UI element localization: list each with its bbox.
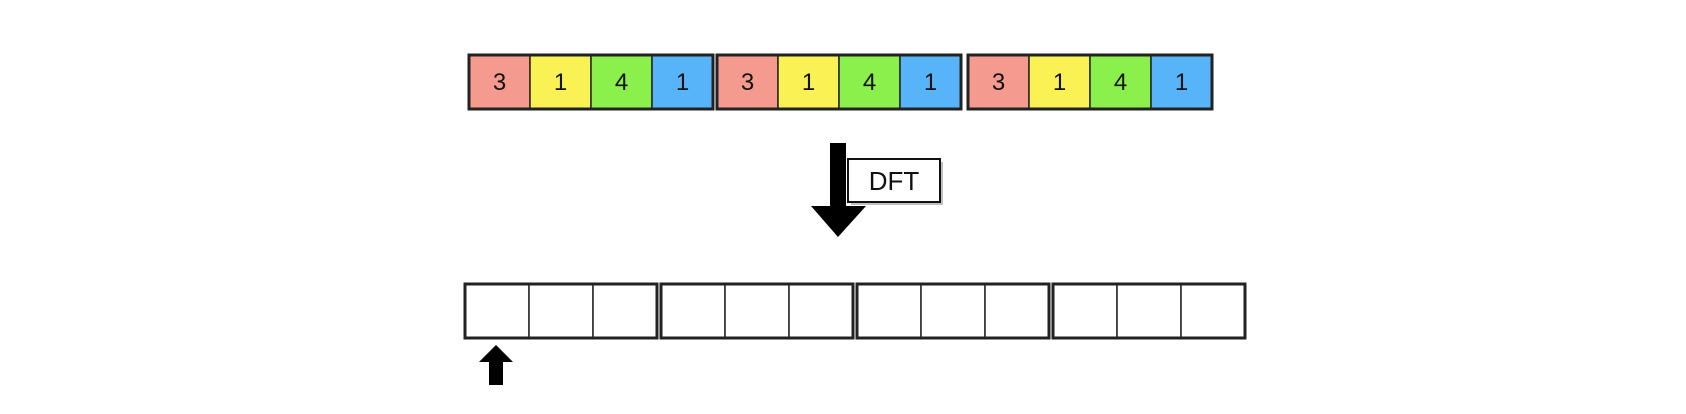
dft-arrow xyxy=(811,143,866,237)
output-cell xyxy=(1052,283,1118,339)
output-cell xyxy=(724,283,790,339)
input-cell: 4 xyxy=(1089,54,1152,110)
input-cell-value: 1 xyxy=(802,69,815,96)
output-group-border xyxy=(1051,282,1247,340)
input-cell-value: 1 xyxy=(1053,69,1066,96)
input-cell-box xyxy=(529,54,592,110)
input-cell-value: 4 xyxy=(615,69,628,96)
input-cell-value: 3 xyxy=(493,69,506,96)
arrow-shaft xyxy=(830,143,846,210)
input-cell-value: 1 xyxy=(676,69,689,96)
input-cell-box xyxy=(838,54,901,110)
output-cell xyxy=(920,283,986,339)
output-cell xyxy=(660,283,726,339)
output-group xyxy=(463,282,659,340)
input-cell-value: 1 xyxy=(554,69,567,96)
output-group xyxy=(659,282,855,340)
input-group-border xyxy=(467,53,715,111)
output-cell xyxy=(1116,283,1182,339)
input-sequence: 3 1 4 1 3 1 4 1 3 1 4 1 xyxy=(467,53,1214,111)
output-cell xyxy=(1180,283,1246,339)
input-group-border xyxy=(715,53,963,111)
input-cell-value: 4 xyxy=(1114,69,1127,96)
output-group-border xyxy=(855,282,1051,340)
input-cell-box xyxy=(1150,54,1213,110)
input-cell: 4 xyxy=(838,54,901,110)
output-group-border xyxy=(463,282,659,340)
input-cell-box xyxy=(777,54,840,110)
input-cell: 1 xyxy=(529,54,592,110)
dft-label: DFT xyxy=(869,166,920,196)
input-cell: 1 xyxy=(1150,54,1213,110)
input-cell: 4 xyxy=(590,54,653,110)
input-group: 3 1 4 1 xyxy=(467,53,715,111)
input-group: 3 1 4 1 xyxy=(715,53,963,111)
output-cell xyxy=(788,283,854,339)
output-group xyxy=(1051,282,1247,340)
input-cell-value: 1 xyxy=(1175,69,1188,96)
dft-label-box: DFT xyxy=(847,158,943,205)
input-cell: 3 xyxy=(468,54,531,110)
input-group: 3 1 4 1 xyxy=(966,53,1214,111)
output-group xyxy=(855,282,1051,340)
output-cell xyxy=(856,283,922,339)
input-cell-value: 3 xyxy=(992,69,1005,96)
input-cell-value: 3 xyxy=(741,69,754,96)
input-cell-value: 4 xyxy=(863,69,876,96)
output-sequence xyxy=(463,282,1247,340)
input-cell: 1 xyxy=(899,54,962,110)
input-group-border xyxy=(966,53,1214,111)
input-cell-value: 1 xyxy=(924,69,937,96)
input-cell: 3 xyxy=(716,54,779,110)
output-group-border xyxy=(659,282,855,340)
output-cell xyxy=(984,283,1050,339)
down-arrow-icon xyxy=(811,206,866,237)
pointer-arrow xyxy=(479,345,513,385)
up-arrow-icon xyxy=(479,345,513,385)
output-cell xyxy=(464,283,530,339)
output-cell xyxy=(592,283,658,339)
input-cell: 1 xyxy=(651,54,714,110)
input-cell: 3 xyxy=(967,54,1030,110)
output-cell xyxy=(528,283,594,339)
input-cell: 1 xyxy=(777,54,840,110)
input-cell: 1 xyxy=(1028,54,1091,110)
input-cell-box xyxy=(899,54,962,110)
